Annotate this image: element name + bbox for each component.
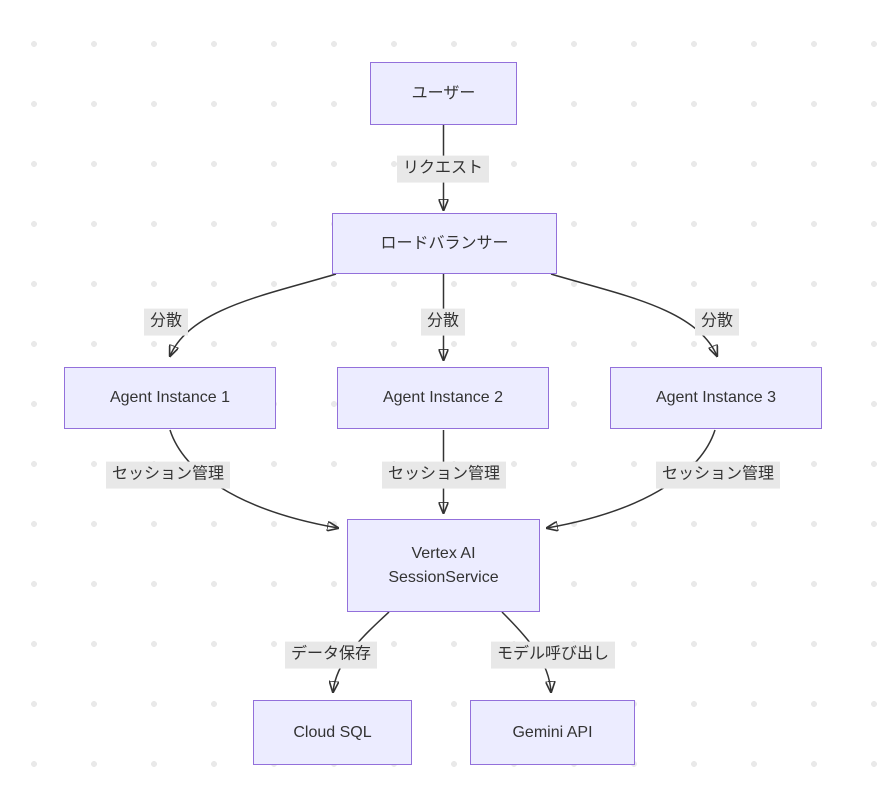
edge-load-balancer-to-agent1 <box>170 273 337 356</box>
node-agent-instance-3: Agent Instance 3 <box>610 367 822 429</box>
node-agent-instance-2: Agent Instance 2 <box>337 367 549 429</box>
edge-label-model-call: モデル呼び出し <box>490 641 616 669</box>
edge-load-balancer-to-agent3 <box>550 273 717 356</box>
node-cloud-sql: Cloud SQL <box>253 700 412 765</box>
node-load-balancer: ロードバランサー <box>332 213 557 274</box>
node-gemini-api: Gemini API <box>470 700 635 765</box>
edge-label-session-management-3: セッション管理 <box>655 461 781 489</box>
edge-label-request: リクエスト <box>396 155 490 183</box>
edge-label-session-management-1: セッション管理 <box>105 461 231 489</box>
edge-label-distribute-3: 分散 <box>694 308 740 336</box>
edge-label-session-management-2: セッション管理 <box>381 461 507 489</box>
edge-label-distribute-1: 分散 <box>143 308 189 336</box>
node-vertex-ai-session-service: Vertex AI SessionService <box>347 519 540 612</box>
node-user: ユーザー <box>370 62 517 125</box>
edge-label-data-save: データ保存 <box>284 641 378 669</box>
edge-label-distribute-2: 分散 <box>420 308 466 336</box>
node-agent-instance-1: Agent Instance 1 <box>64 367 276 429</box>
